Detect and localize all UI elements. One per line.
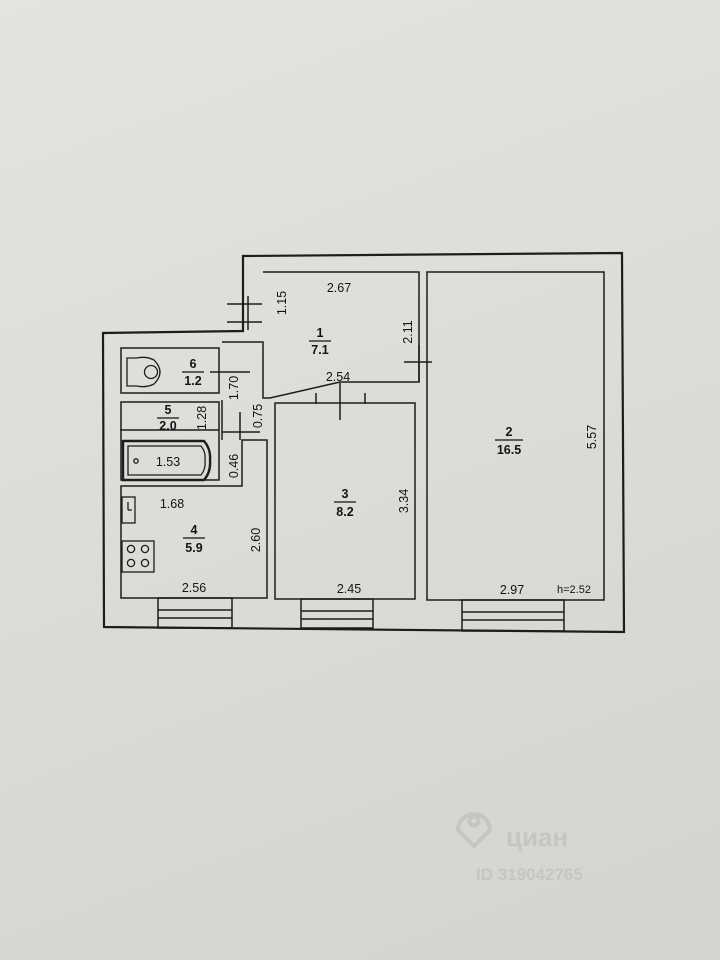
dim-room3-width: 2.45 — [337, 582, 361, 596]
room-1-label: 1 7.1 — [309, 326, 331, 357]
room-1-outline — [222, 271, 420, 399]
room-3-number: 3 — [342, 487, 349, 501]
watermark: циан ID 319042765 — [455, 812, 583, 884]
dim-room3-height: 3.34 — [397, 489, 411, 513]
room-6-label: 6 1.2 — [182, 357, 204, 388]
dim-room2-height: 5.57 — [585, 425, 599, 449]
bathtub-icon — [121, 439, 212, 482]
room-3-label: 3 8.2 — [334, 487, 356, 519]
dim-bath-height: 1.28 — [195, 406, 209, 430]
outer-wall — [101, 251, 626, 634]
dim-hall-door-wall: 2.11 — [401, 320, 415, 343]
watermark-listing-id: ID 319042765 — [476, 865, 583, 884]
stove-icon — [121, 540, 155, 573]
room-5-label: 5 2.0 — [157, 403, 179, 433]
toilet-icon — [126, 356, 161, 388]
room-4-outline — [120, 439, 268, 599]
window-room-3 — [300, 598, 374, 629]
room-6-area: 1.2 — [184, 374, 201, 388]
room-3-outline — [274, 402, 416, 600]
room-6-outline — [120, 347, 220, 394]
dim-wc-corridor: 1.70 — [227, 376, 241, 400]
dim-bath-corridor: 0.75 — [251, 404, 265, 428]
dim-bath-length: 1.53 — [156, 455, 180, 469]
room-4-number: 4 — [191, 523, 198, 537]
dim-room2-width: 2.97 — [500, 583, 524, 597]
room-4-area: 5.9 — [185, 541, 202, 555]
dim-hall-side: 1.15 — [275, 291, 289, 315]
room-5-number: 5 — [165, 403, 172, 417]
room-2-outline — [426, 271, 605, 601]
dim-hall-width: 2.67 — [327, 281, 351, 295]
room-2-area: 16.5 — [497, 443, 521, 457]
room-1-number: 1 — [317, 326, 324, 340]
room-2-label: 2 16.5 — [495, 425, 523, 457]
window-kitchen — [157, 597, 233, 629]
room-3-area: 8.2 — [336, 505, 353, 519]
dim-kitchen-height: 2.60 — [249, 528, 263, 552]
wall-ticks — [120, 296, 432, 440]
ceiling-height: h=2.52 — [557, 584, 591, 596]
room-2-number: 2 — [506, 425, 513, 439]
dim-kitchen-top: 1.68 — [160, 497, 184, 511]
room-4-label: 4 5.9 — [183, 523, 205, 555]
window-room-2 — [461, 599, 565, 632]
dim-kitchen-niche: 0.46 — [227, 454, 241, 478]
room-6-number: 6 — [190, 357, 197, 371]
sink-icon — [121, 496, 136, 524]
dim-hall-bottom: 2.54 — [326, 370, 350, 384]
room-5-area: 2.0 — [159, 419, 176, 433]
map-pin-icon — [455, 812, 493, 849]
room-1-area: 7.1 — [311, 343, 328, 357]
dim-kitchen-width: 2.56 — [182, 581, 206, 595]
watermark-brand: циан — [506, 822, 568, 852]
